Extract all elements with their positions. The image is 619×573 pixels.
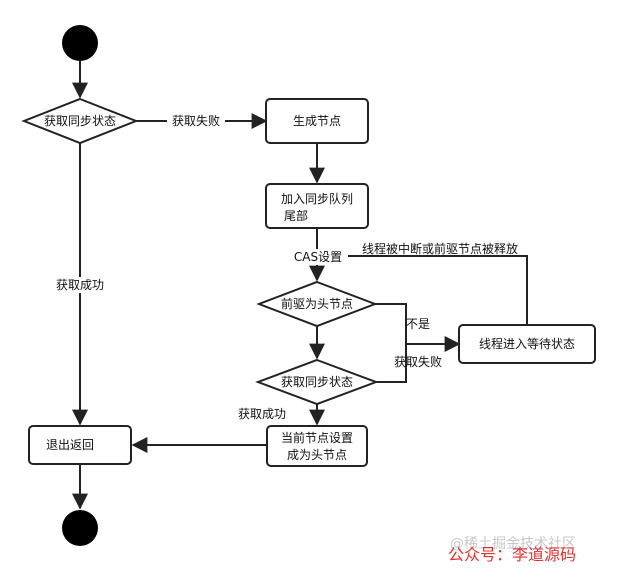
decision-acquire-state-2-label: 获取同步状态 — [281, 375, 353, 389]
label-interrupted-or-released: 线程被中断或前驱节点被释放 — [362, 241, 518, 256]
label-acquire-fail-2: 获取失败 — [394, 354, 442, 369]
decision-predecessor-is-head-label: 前驱为头节点 — [281, 296, 353, 311]
action-exit-return-label: 退出返回 — [46, 438, 94, 452]
label-acquire-success-2: 获取成功 — [238, 407, 286, 421]
action-set-head-label-2: 成为头节点 — [287, 448, 347, 462]
edge-interrupted-or-released — [348, 255, 528, 325]
label-cas-set: CAS设置 — [294, 250, 342, 264]
decision-acquire-state-1-label: 获取同步状态 — [44, 114, 116, 128]
watermark-wechat: 公众号：李道源码 — [448, 545, 576, 564]
label-not: 不是 — [406, 317, 430, 331]
action-generate-node-label: 生成节点 — [293, 114, 341, 128]
action-enqueue-tail-label-1: 加入同步队列 — [281, 191, 353, 206]
watermark-juejin: @稀土掘金技术社区 — [450, 536, 576, 552]
label-acquire-fail-1: 获取失败 — [172, 113, 220, 128]
edge-acquire-fail-2 — [376, 344, 407, 383]
action-enqueue-tail-label-2: 尾部 — [284, 208, 308, 223]
action-thread-wait-label: 线程进入等待状态 — [479, 336, 575, 351]
action-enqueue-tail — [265, 183, 369, 229]
edge-not-head — [375, 303, 461, 352]
label-acquire-success-1: 获取成功 — [56, 278, 104, 292]
end-node — [62, 510, 98, 546]
start-node — [62, 25, 98, 61]
action-set-head-label-1: 当前节点设置 — [281, 430, 353, 445]
action-thread-wait — [458, 324, 596, 364]
